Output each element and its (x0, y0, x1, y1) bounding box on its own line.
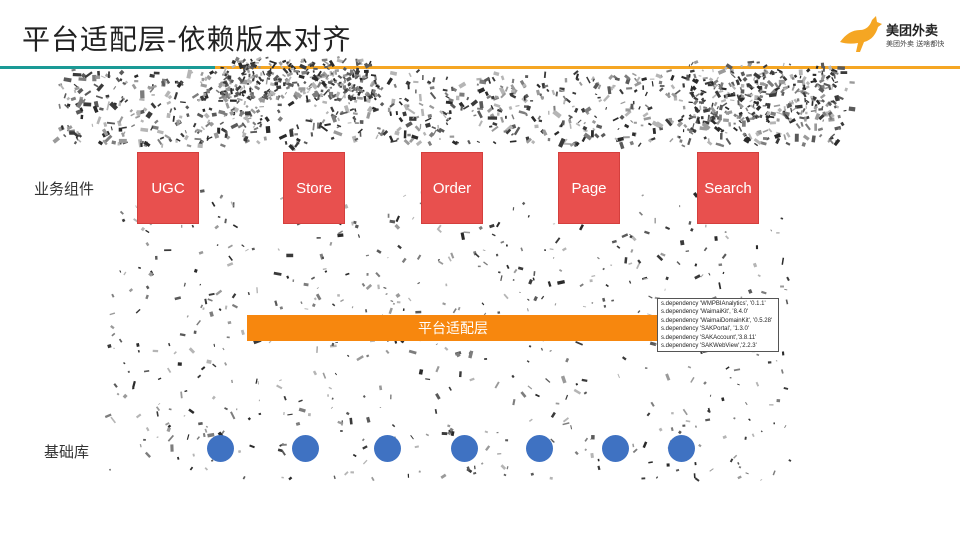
base-library-node (602, 435, 629, 462)
dependency-list: s.dependency 'WMPBIAnalytics', '0.1.1' s… (657, 298, 779, 352)
base-library-label: 基础库 (44, 441, 89, 462)
dependency-line: s.dependency 'SAKPortal', '1.3.0' (661, 325, 775, 333)
base-library-node (207, 435, 234, 462)
component-page: Page (558, 152, 620, 224)
base-library-node (451, 435, 478, 462)
dependency-line: s.dependency 'WMPBIAnalytics', '0.1.1' (661, 300, 775, 308)
dependency-line: s.dependency 'SAKWebView','2.2.3' (661, 342, 775, 350)
platform-adapter-layer: 平台适配层 (247, 315, 659, 341)
base-library-node (526, 435, 553, 462)
dependency-line: s.dependency 'WaimaiKit', '8.4.0' (661, 308, 775, 316)
dependency-line: s.dependency 'WaimaiDomainKit', '0.5.28' (661, 317, 775, 325)
dependency-line: s.dependency 'SAKAccount','3.8.11' (661, 334, 775, 342)
base-library-node (668, 435, 695, 462)
business-components-label: 业务组件 (34, 178, 94, 199)
component-search: Search (697, 152, 759, 224)
base-library-node (374, 435, 401, 462)
component-order: Order (421, 152, 483, 224)
base-library-node (292, 435, 319, 462)
component-ugc: UGC (137, 152, 199, 224)
component-store: Store (283, 152, 345, 224)
